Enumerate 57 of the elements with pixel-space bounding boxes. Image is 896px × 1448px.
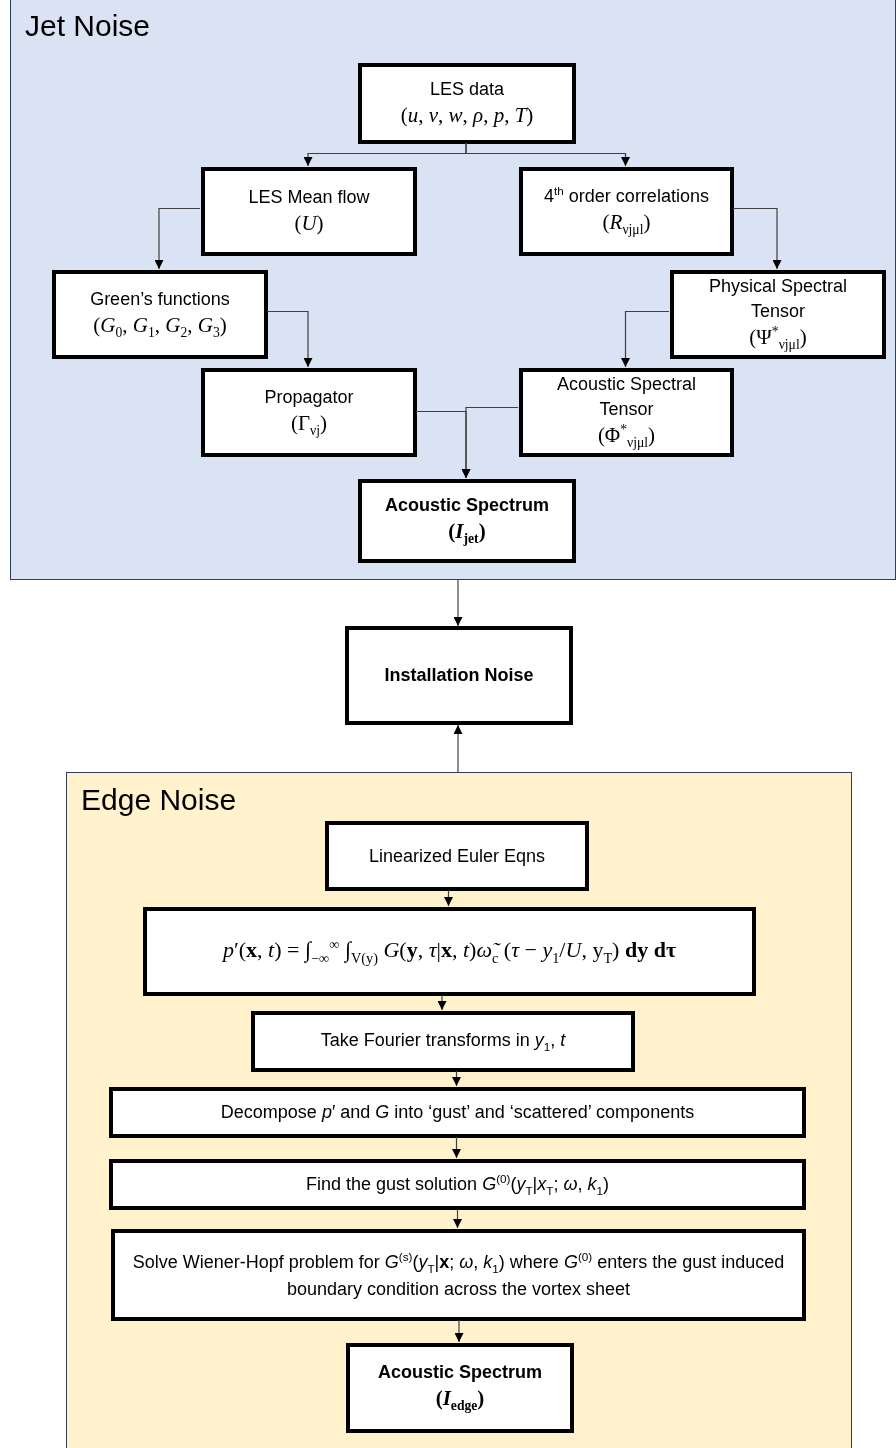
math-expression: (Γ$_{νj}$) bbox=[290, 409, 328, 441]
process-box bbox=[109, 1159, 806, 1210]
process-box bbox=[346, 1343, 574, 1433]
math-expression: (I$_{edge}$) bbox=[435, 1385, 485, 1416]
process-box bbox=[143, 907, 756, 996]
box-label: LES data bbox=[429, 78, 505, 102]
process-box bbox=[325, 821, 589, 891]
arrow bbox=[461, 406, 519, 479]
process-box bbox=[201, 368, 417, 457]
process-box bbox=[201, 167, 417, 256]
box-label: Find the gust solution G$^{(0)}$(y$_{T}$|x$_{T}$; ω, k$_{1}$) bbox=[306, 1170, 609, 1199]
box-label: Solve Wiener-Hopf problem for G$^{(s)}$(y$_{T}$|x; ω, k$_{1}$) where G$^{(0)}$ enters the gust induced boundary condition across the vortex sheet bbox=[131, 1249, 786, 1301]
arrow bbox=[454, 1319, 464, 1343]
arrow bbox=[437, 994, 447, 1011]
math-expression: (I$_{jet}$) bbox=[448, 518, 486, 549]
process-box bbox=[109, 1087, 806, 1138]
box-label: Propagator bbox=[264, 385, 354, 409]
arrow bbox=[444, 889, 453, 907]
process-box bbox=[358, 479, 576, 563]
arrow bbox=[465, 142, 630, 167]
process-box bbox=[519, 167, 734, 256]
jet-noise-panel bbox=[10, 0, 896, 580]
box-label: 4$^{th}$ order correlations bbox=[544, 183, 709, 209]
arrow bbox=[154, 207, 201, 270]
box-label: Acoustic Spectral Tensor bbox=[555, 373, 698, 421]
box-label: Linearized Euler Eqns bbox=[368, 844, 546, 868]
equation: p′(x, t) = ∫$_{−∞}$$^{∞}$ ∫$_{V(y)}$ G(y, τ|x, t)ω̃$_{c}$ (τ − y$_{1}$/U, y$_{T}$) dy dτ bbox=[222, 935, 677, 968]
box-label: Acoustic Spectrum bbox=[384, 494, 549, 518]
panel-title: Jet Noise bbox=[25, 9, 151, 43]
box-label: LES Mean flow bbox=[248, 186, 370, 210]
arrow bbox=[621, 310, 670, 368]
edge-noise-panel bbox=[66, 772, 852, 1448]
process-box bbox=[519, 368, 734, 457]
math-expression: (G$_{0}$, G$_{1}$, G$_{2}$, G$_{3}$) bbox=[93, 311, 227, 343]
panel-title: Edge Noise bbox=[81, 783, 237, 817]
box-label: Installation Noise bbox=[384, 664, 534, 688]
box-label: Acoustic Spectrum bbox=[377, 1361, 542, 1385]
math-expression: (Φ$^{*}$$_{νjμl}$) bbox=[597, 421, 656, 453]
arrow bbox=[453, 1208, 462, 1229]
arrow bbox=[453, 724, 463, 773]
arrow bbox=[452, 1136, 461, 1159]
arrow bbox=[452, 1070, 461, 1087]
math-expression: (Ψ$^{*}$$_{νjμl}$) bbox=[749, 323, 807, 355]
process-box bbox=[670, 270, 886, 359]
math-expression: (u, v, w, ρ, p, T) bbox=[400, 102, 534, 130]
process-box bbox=[345, 626, 573, 725]
process-box bbox=[111, 1229, 806, 1321]
process-box bbox=[52, 270, 268, 359]
box-label: Decompose p′ and G into ‘gust’ and ‘scattered’ components bbox=[220, 1101, 695, 1125]
box-label: Green’s functions bbox=[90, 287, 230, 311]
box-label: Physical Spectral Tensor bbox=[707, 275, 849, 323]
math-expression: (R$_{νjμl}$) bbox=[602, 209, 651, 240]
process-box bbox=[358, 63, 576, 144]
process-box bbox=[251, 1011, 635, 1072]
arrow bbox=[453, 579, 463, 627]
math-expression: (U) bbox=[294, 210, 324, 238]
box-label: Take Fourier transforms in y$_{1}$, t bbox=[320, 1029, 566, 1055]
